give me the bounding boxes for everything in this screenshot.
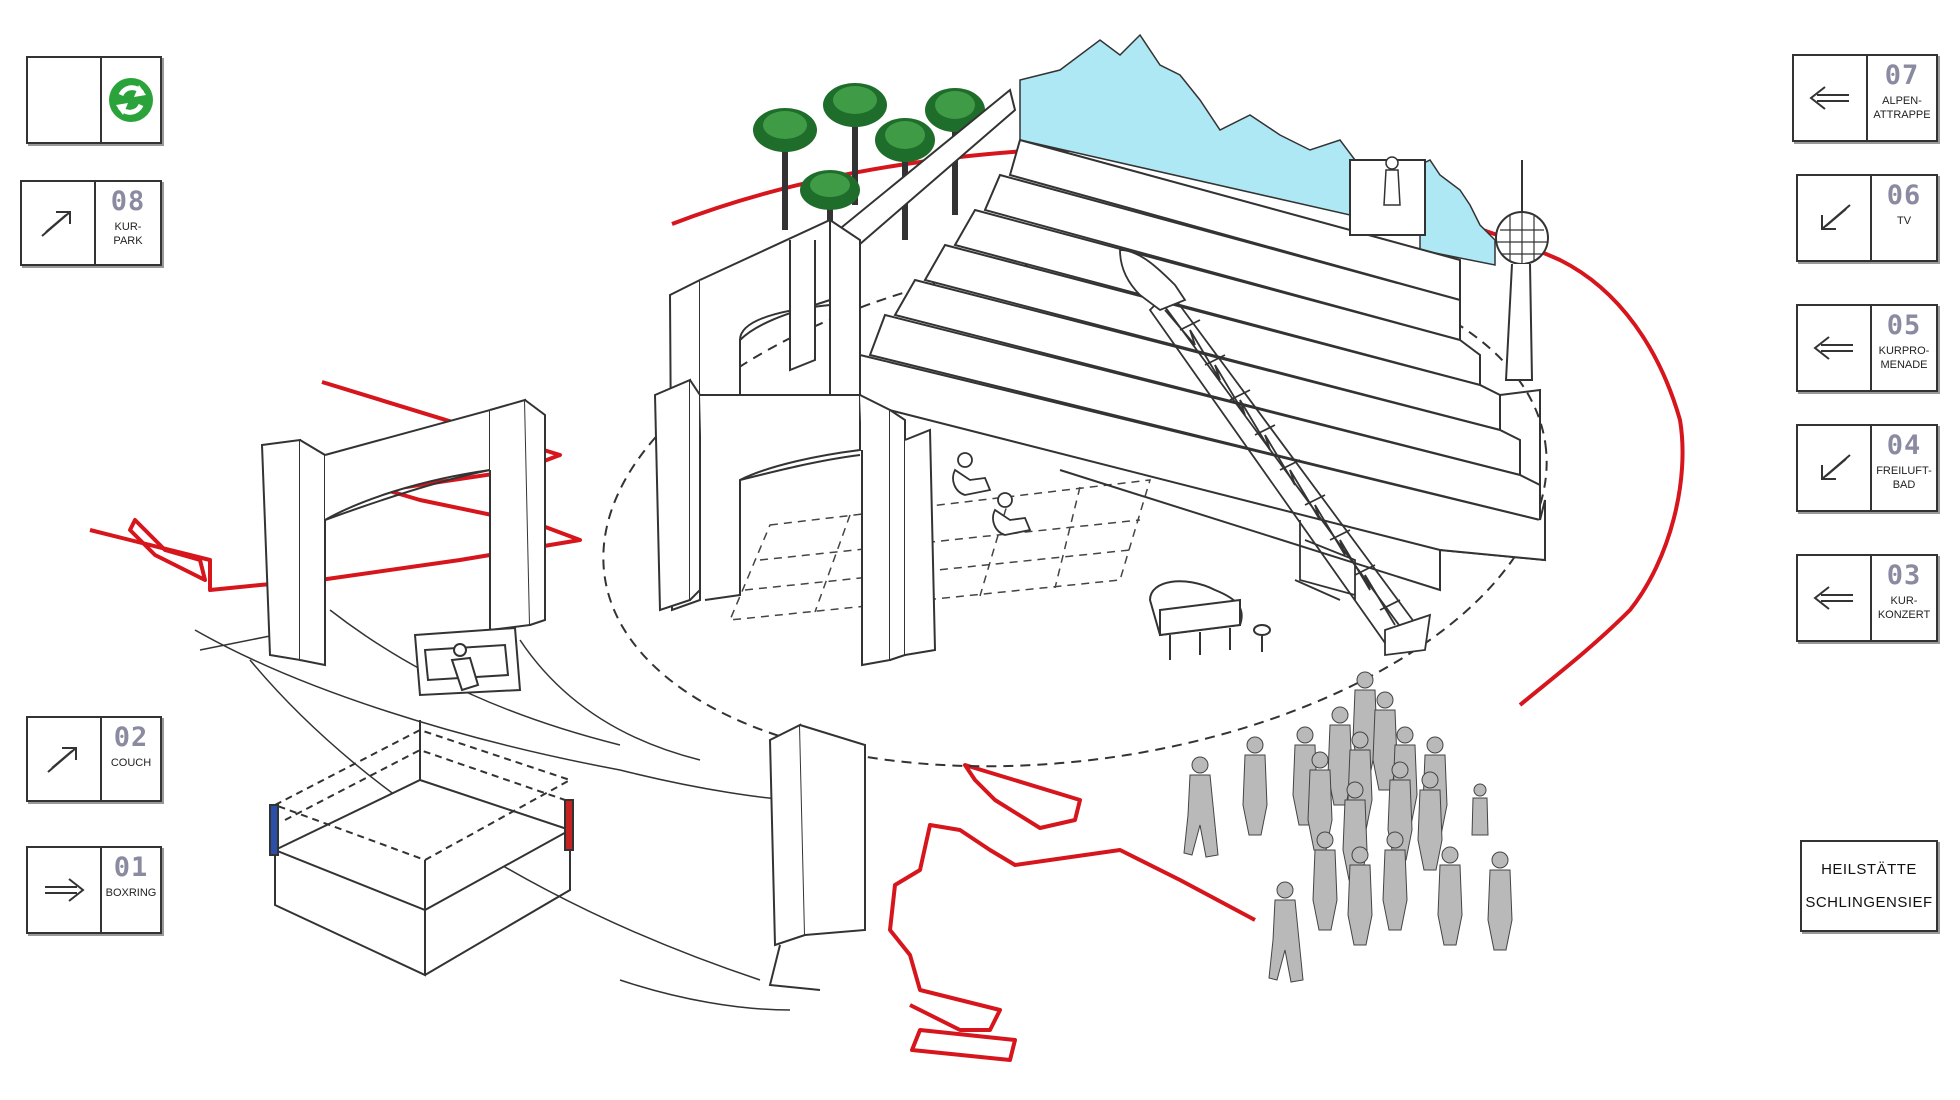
sign-number: 05 — [1886, 310, 1922, 341]
sign-number: 01 — [113, 852, 149, 883]
sign-06-tv[interactable]: 06 TV — [1796, 174, 1938, 262]
up-right-arrow-icon — [28, 718, 102, 800]
crane-truss — [1119, 249, 1432, 657]
left-arrow-icon — [1794, 56, 1868, 140]
couch — [413, 626, 522, 697]
sign-01-boxring[interactable]: 01 BOXRING — [26, 846, 162, 934]
title-box: HEILSTÄTTE SCHLINGENSIEF — [1800, 840, 1938, 932]
freestanding-panel — [768, 723, 866, 991]
tv-tower — [1495, 160, 1549, 381]
sign-07-alpenattrappe[interactable]: 07 ALPEN- ATTRAPPE — [1792, 54, 1938, 142]
sign-02-couch[interactable]: 02 COUCH — [26, 716, 162, 802]
sign-number: 02 — [113, 722, 149, 753]
sign-05-kurpromenade[interactable]: 05 KURPRO- MENADE — [1796, 304, 1938, 392]
up-right-arrow-icon — [22, 182, 96, 264]
sign-label: KUR- PARK — [113, 221, 143, 247]
sign-label: KURPRO- MENADE — [1878, 345, 1930, 371]
sign-label: COUCH — [110, 757, 152, 769]
palm-trees — [753, 83, 985, 250]
arch-left — [260, 398, 546, 667]
left-arrow-icon — [1798, 556, 1872, 640]
blank-cell — [28, 58, 102, 142]
red-path — [89, 148, 1685, 1062]
sign-label: BOXRING — [105, 887, 157, 899]
sign-04-freiluftbad[interactable]: 04 FREILUFT- BAD — [1796, 424, 1938, 512]
sign-label: TV — [1896, 215, 1912, 227]
sign-number: 04 — [1886, 430, 1922, 461]
sign-03-kurkonzert[interactable]: 03 KUR- KONZERT — [1796, 554, 1938, 642]
arch-front — [653, 378, 937, 667]
sign-number: 03 — [1886, 560, 1922, 591]
title-line-1: HEILSTÄTTE — [1821, 861, 1917, 878]
right-arrow-icon — [28, 848, 102, 932]
floor-grid — [728, 479, 1152, 621]
down-left-arrow-icon — [1798, 426, 1872, 510]
boxing-ring — [269, 720, 574, 977]
seated-figures — [952, 452, 1032, 536]
left-arrow-icon — [1798, 306, 1872, 390]
sign-number: 08 — [110, 186, 146, 217]
crowd — [1183, 671, 1513, 983]
recycle-sign — [26, 56, 162, 144]
sign-label: KUR- KONZERT — [1877, 595, 1931, 621]
recycle-icon — [102, 58, 160, 142]
sign-label: FREILUFT- BAD — [1876, 465, 1932, 491]
dashed-ellipse — [602, 252, 1548, 768]
grand-piano — [1148, 580, 1271, 660]
down-left-arrow-icon — [1798, 176, 1872, 260]
sign-number: 07 — [1884, 60, 1920, 91]
sign-label: ALPEN- ATTRAPPE — [1873, 95, 1931, 121]
title-line-2: SCHLINGENSIEF — [1805, 894, 1933, 911]
alpine-backdrop-right — [1419, 159, 1496, 266]
standing-figure — [1383, 156, 1401, 206]
grandstand — [848, 138, 1547, 592]
sign-08-kurpark[interactable]: 08 KUR- PARK — [20, 180, 162, 266]
sign-number: 06 — [1886, 180, 1922, 211]
